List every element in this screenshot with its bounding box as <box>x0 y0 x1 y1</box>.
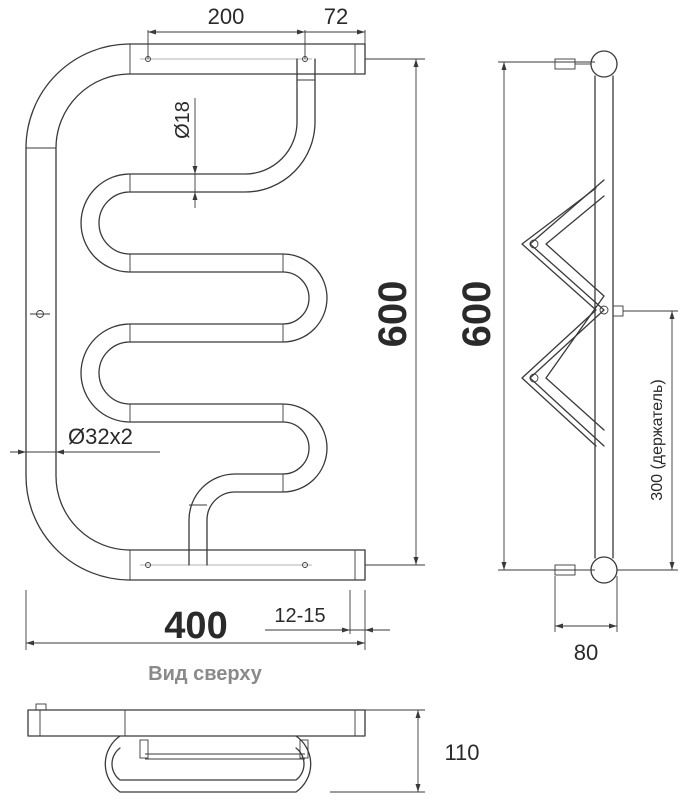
top-view-loop-inner <box>111 747 305 781</box>
dim-200-arrow-right <box>297 29 305 35</box>
dim-400-label: 400 <box>164 605 227 647</box>
dim-600-arrow-bottom <box>413 557 419 565</box>
dim-80-arrow-left <box>555 623 563 629</box>
dim-80-label: 80 <box>574 640 598 665</box>
dim-400-arrow-left <box>26 640 34 646</box>
top-view-caption: Вид сверху <box>148 663 263 685</box>
side-coil-node-3 <box>529 373 539 383</box>
dim-200-label: 200 <box>208 4 245 29</box>
dim-gap-arrow-left <box>342 627 350 633</box>
bottom-weld-left <box>145 562 151 568</box>
top-view-holder-left <box>139 739 149 759</box>
dim-300-arrow-top <box>669 311 675 319</box>
riser-inner-contour <box>55 73 366 551</box>
dim-110-arrow-top <box>415 710 421 718</box>
side-coil-lower <box>521 187 597 447</box>
dim-400-arrow-right <box>357 640 365 646</box>
dim-d32-arrow-left <box>18 449 26 455</box>
side-view <box>521 50 624 584</box>
coil-outer-contour <box>98 58 328 566</box>
dim-side-600-arrow-top <box>501 62 507 70</box>
top-view-holder-right <box>299 739 309 759</box>
front-view-dimensions: 200 72 Ø18 Ø32x2 600 400 12-15 <box>10 4 425 650</box>
riser-outer-contour <box>25 43 366 581</box>
dim-gap-label: 12-15 <box>274 605 325 627</box>
dim-80-arrow-right <box>609 623 617 629</box>
dim-600-arrow-top <box>413 59 419 67</box>
dim-d32-label: Ø32x2 <box>68 424 133 449</box>
dim-d32-arrow-right <box>56 449 64 455</box>
dim-72-label: 72 <box>324 4 348 29</box>
side-coil-node-2 <box>599 305 609 315</box>
side-coil-node-1 <box>529 239 539 249</box>
dim-200-arrow-left <box>148 29 156 35</box>
top-view-dimensions: 110 <box>330 709 480 793</box>
side-coil-inner <box>545 195 605 431</box>
top-view-cap <box>35 703 47 711</box>
dim-side-600-label: 600 <box>455 281 499 348</box>
dim-gap-arrow-right <box>365 627 373 633</box>
front-view <box>25 43 366 581</box>
dim-300-arrow-bottom <box>669 562 675 570</box>
side-holder-middle <box>612 305 624 317</box>
bottom-weld-right <box>302 562 308 568</box>
dim-side-600-arrow-bottom <box>501 562 507 570</box>
side-coil-outer <box>529 179 605 447</box>
side-top-collector <box>590 50 618 78</box>
dim-d18-label: Ø18 <box>172 101 194 139</box>
top-view-loop-outer <box>104 735 312 793</box>
dim-110-label: 110 <box>444 740 479 765</box>
dim-72-arrow-right <box>357 29 365 35</box>
side-view-dimensions: 600 300 (держатель) 80 <box>455 61 678 665</box>
dim-d18-arrow-top <box>192 166 198 174</box>
dim-d18-arrow-bottom <box>192 192 198 200</box>
top-view <box>27 703 366 793</box>
side-holder-top <box>554 58 576 70</box>
dim-110-arrow-bottom <box>415 784 421 792</box>
top-view-collector <box>27 709 366 737</box>
dim-300-label: 300 (держатель) <box>649 379 666 500</box>
dim-600-front-label: 600 <box>371 281 415 348</box>
